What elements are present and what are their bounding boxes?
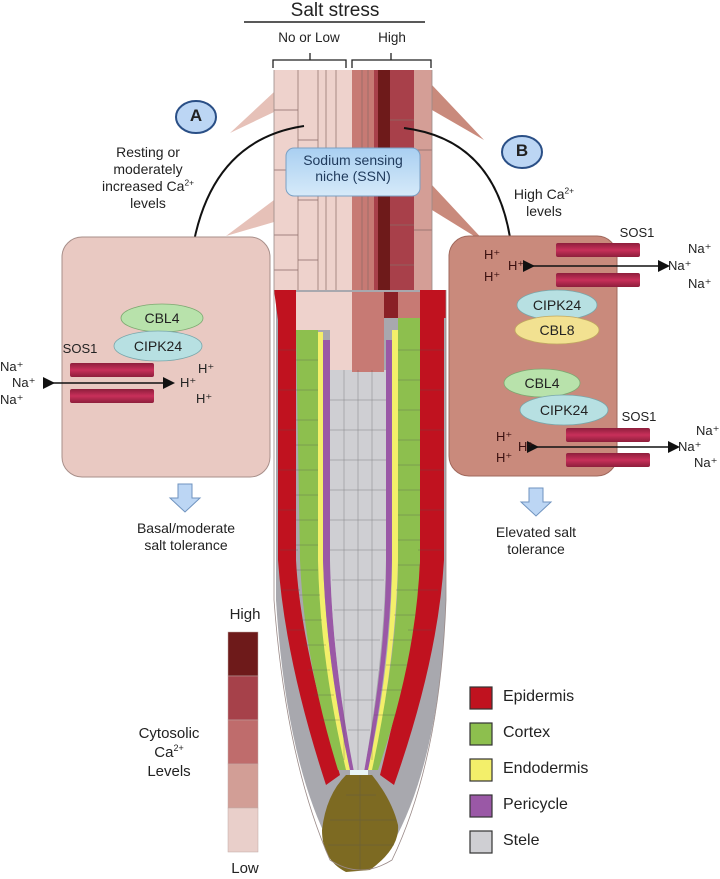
scale-title: Cytosolic Ca2+ Levels	[124, 724, 214, 781]
superscript: 2+	[173, 743, 184, 753]
panel-b-h-ion: H⁺	[484, 269, 501, 284]
ssn-label: Sodium sensing niche (SSN)	[286, 152, 420, 184]
ssn-label-box	[285, 147, 421, 197]
ssn-line2: niche (SSN)	[315, 168, 391, 185]
panel-b-h-ion: H⁺	[496, 429, 513, 444]
panel-a-h-ion: H⁺	[198, 361, 215, 376]
panel-a-outcome-line: Basal/moderate	[136, 520, 236, 536]
panel-b-outcome-line: tolerance	[507, 541, 565, 557]
outcome-arrow-a	[168, 483, 202, 513]
panel-a-caption-line: increased Ca	[101, 178, 185, 194]
panel-b-sos1-b-upper	[566, 428, 650, 442]
legend-label-epidermis: Epidermis	[503, 688, 575, 705]
panel-a-outcome: Basal/moderate salt tolerance	[106, 520, 266, 554]
panel-b-h-ion: H⁺	[518, 439, 535, 454]
panel-b-sos1-a-lower	[556, 273, 640, 287]
panel-b-caption: High Ca2+ levels	[504, 186, 584, 220]
superscript: 2+	[184, 177, 195, 188]
panel-b-sos1-a-upper	[556, 243, 640, 257]
salt-stress-title: Salt stress	[290, 0, 380, 21]
legend-label-endodermis: Endodermis	[503, 760, 589, 777]
scale-level-1	[227, 807, 259, 853]
panel-b-outcome: Elevated salt tolerance	[466, 524, 606, 558]
panel-a-na-ion: Na⁺	[0, 359, 24, 374]
panel-b-h-ion: H⁺	[484, 247, 501, 262]
panel-b-na-ion: Na⁺	[696, 423, 720, 438]
scale-level-2	[227, 763, 259, 809]
panel-a-cipk24-label: CIPK24	[133, 338, 183, 354]
panel-a-caption-line: Resting or	[116, 144, 180, 160]
panel-b-cipk24-1-label: CIPK24	[532, 297, 582, 313]
panel-a-sos1-upper	[70, 363, 154, 377]
panel-a-cbl4-label: CBL4	[144, 310, 180, 326]
panel-b-h-ion: H⁺	[508, 258, 525, 273]
column-label-no-low: No or Low	[278, 30, 340, 45]
panel-b-sos1-b-lower	[566, 453, 650, 467]
legend-label-stele: Stele	[503, 832, 540, 849]
panel-a-caption-line: levels	[130, 195, 166, 211]
badge-b	[501, 135, 543, 169]
panel-b-caption-line: levels	[526, 203, 562, 219]
legend-swatch-stele	[469, 830, 493, 854]
badge-a-label: A	[189, 106, 203, 125]
panel-b-cbl4-label: CBL4	[524, 375, 560, 391]
legend-label-pericycle: Pericycle	[503, 796, 568, 813]
panel-b-sos1-label-b: SOS1	[621, 409, 657, 424]
scale-low-label: Low	[231, 860, 259, 877]
panel-b-na-ion: Na⁺	[694, 455, 718, 470]
legend-swatch-pericycle	[469, 794, 493, 818]
ssn-line1: Sodium sensing	[303, 152, 403, 168]
bracket-right	[351, 53, 432, 68]
panel-b-cbl8-label: CBL8	[539, 322, 575, 338]
panel-a-sos1-lower	[70, 389, 154, 403]
panel-b-na-ion: Na⁺	[668, 258, 692, 273]
scale-title-line: Levels	[147, 763, 191, 780]
legend-swatch-epidermis	[469, 686, 493, 710]
legend-swatch-cortex	[469, 722, 493, 746]
panel-a-h-ion: H⁺	[180, 375, 197, 390]
panel-b-cipk24-2	[519, 394, 609, 426]
panel-a-h-ion: H⁺	[196, 391, 213, 406]
panel-b-cbl8	[514, 315, 600, 345]
panel-b-h-ion: H⁺	[496, 450, 513, 465]
outcome-arrow-b	[519, 487, 553, 517]
panel-a-cipk24	[113, 330, 203, 362]
panel-a-na-ion: Na⁺	[12, 375, 36, 390]
panel-a-na-ion: Na⁺	[0, 392, 24, 407]
panel-a-sos1-label: SOS1	[62, 341, 98, 356]
scale-level-4	[227, 675, 259, 721]
panel-a-caption-line: moderately	[113, 161, 183, 177]
root-meristem	[273, 70, 447, 872]
panel-b-na-ion: Na⁺	[688, 241, 712, 256]
column-label-high: High	[378, 30, 406, 45]
badge-a	[175, 100, 217, 134]
badge-b-label: B	[515, 141, 529, 160]
scale-high-label: High	[229, 606, 261, 623]
scale-title-line: Cytosolic	[138, 725, 200, 742]
root-hairs-left	[226, 92, 274, 236]
panel-b-outcome-line: Elevated salt	[495, 524, 577, 540]
root-hairs-right	[432, 85, 487, 244]
superscript: 2+	[564, 185, 575, 196]
ca-scale-bar	[227, 631, 259, 853]
panel-b-sos1-label-a: SOS1	[619, 225, 655, 240]
panel-b-cipk24-2-label: CIPK24	[539, 402, 589, 418]
arrow-to-panel-a	[186, 125, 305, 256]
legend-label-cortex: Cortex	[503, 724, 551, 741]
panel-b-na-ion: Na⁺	[678, 439, 702, 454]
legend-swatch-endodermis	[469, 758, 493, 782]
scale-level-3	[227, 719, 259, 765]
panel-b-na-ion: Na⁺	[688, 276, 712, 291]
arrow-to-panel-b	[403, 127, 519, 256]
scale-level-5	[227, 631, 259, 677]
panel-b-caption-line: High Ca	[513, 186, 565, 202]
legend-swatches	[469, 686, 493, 854]
bracket-left	[272, 53, 347, 68]
panel-a-outcome-line: salt tolerance	[144, 537, 228, 553]
scale-title-line: Ca	[154, 744, 174, 761]
panel-a-caption: Resting or moderately increased Ca2+ lev…	[88, 144, 208, 212]
